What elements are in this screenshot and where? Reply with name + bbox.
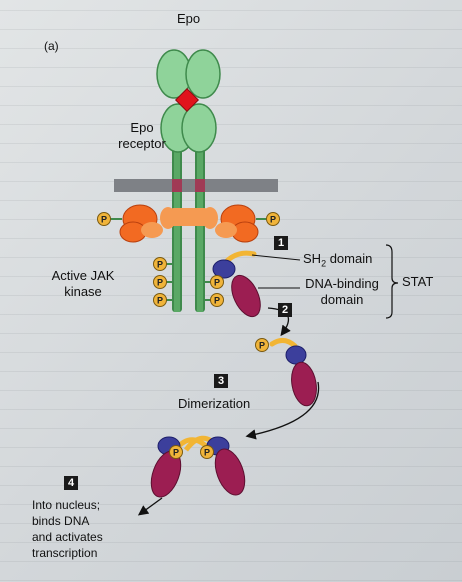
epo-label: Epo: [177, 11, 201, 26]
stat-label: STAT: [402, 274, 434, 289]
phosphate-glyph-9: P: [204, 448, 210, 458]
phosphate-circle-1: [266, 212, 280, 226]
stat-dimer: [150, 435, 246, 498]
phosphate-glyph-3: P: [157, 278, 163, 288]
phosphate-circle-2: [153, 257, 167, 271]
dna-binding-label-line2: domain: [320, 292, 364, 307]
sh2-label-suffix: domain: [326, 251, 373, 266]
step-2-badge: 2: [278, 303, 292, 317]
arrow-step-3: [245, 381, 320, 440]
phosphate-glyph-6: P: [214, 296, 220, 306]
phosphate-circle-3: [153, 275, 167, 289]
nucleus-label-line1: Into nucleus;: [32, 498, 101, 512]
receptor-transmembrane-right: [195, 179, 205, 192]
phosphate-glyph-1: P: [270, 215, 276, 225]
arrow-step-4: [137, 497, 163, 516]
receptor-transmembrane-left: [172, 179, 182, 192]
phosphate-glyph-7: P: [259, 341, 265, 351]
phosphate-glyph-8: P: [173, 448, 179, 458]
phosphate-circle-7: [255, 338, 269, 352]
dna-binding-label-line1: DNA-binding: [305, 276, 379, 291]
sh2-label-subscript: 2: [321, 258, 327, 269]
phosphate-glyph-0: P: [101, 215, 107, 225]
step-3-badge: 3: [214, 374, 228, 388]
nucleus-label-line2: binds DNA: [32, 514, 90, 528]
phosphate-glyph-2: P: [157, 260, 163, 270]
nucleus-label-line3: and activates: [32, 530, 103, 544]
phosphate-circle-4: [153, 293, 167, 307]
epo-ligand: [174, 87, 200, 113]
epo-receptor-label-line2: receptor: [118, 136, 166, 151]
stat-bracket: [385, 244, 399, 319]
phosphate-circle-8: [169, 445, 183, 459]
epo-receptor: [156, 49, 221, 312]
phosphate-circle-9: [200, 445, 214, 459]
panel-label: (a): [44, 39, 59, 53]
sh2-pointer: [251, 254, 301, 261]
sh2-domain-label: SH2 domain: [303, 251, 372, 272]
nucleus-label-line4: transcription: [32, 546, 98, 560]
step-1-badge: 1: [274, 236, 288, 250]
dimerization-label: Dimerization: [178, 396, 251, 411]
jak-dimer-bridge: [168, 208, 210, 226]
jak-label-line1: Active JAK: [51, 268, 115, 283]
epo-receptor-label-line1: Epo: [130, 120, 154, 135]
phosphate-circle-0: [97, 212, 111, 226]
jak-label: Active JAK kinase: [38, 268, 128, 300]
nucleus-label: Into nucleus; binds DNA and activates tr…: [32, 497, 103, 561]
phosphate-glyph-5: P: [214, 278, 220, 288]
phosphate-circle-6: [210, 293, 224, 307]
sh2-label-prefix: SH: [303, 251, 322, 266]
epo-receptor-label: Epo receptor: [112, 120, 172, 152]
stat-docked: [212, 250, 261, 318]
jak-label-line2: kinase: [64, 284, 102, 299]
phosphate-glyph-4: P: [157, 296, 163, 306]
phosphate-circle-5: [210, 275, 224, 289]
jak-kinase-left: [119, 204, 176, 243]
stat-phosphorylated: [269, 338, 317, 407]
jak-kinase-right: [202, 204, 259, 243]
dna-binding-label: DNA-binding domain: [300, 276, 384, 308]
step-4-badge: 4: [64, 476, 78, 490]
